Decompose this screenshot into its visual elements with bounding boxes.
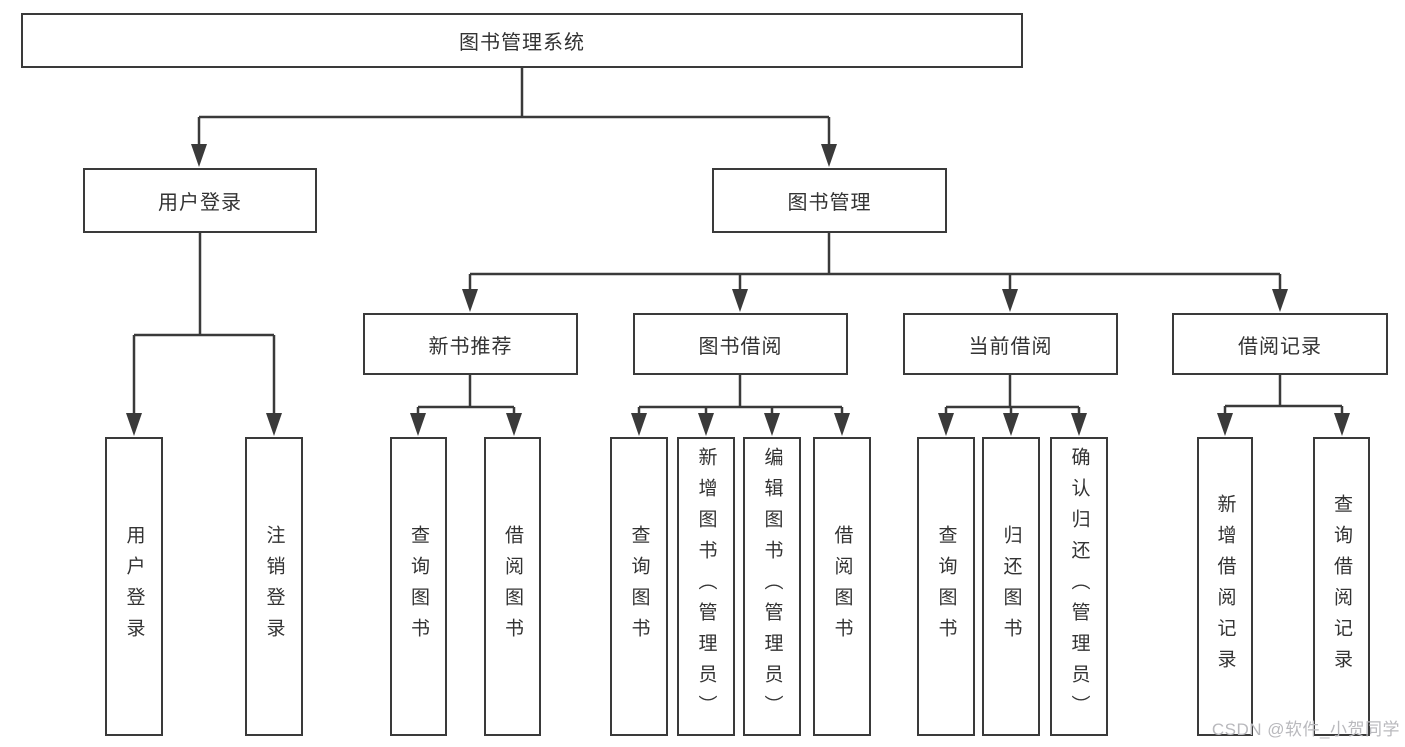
leaf-user-login: 用户登录 bbox=[105, 437, 163, 736]
node-label: 新增图书（管理员） bbox=[695, 447, 717, 726]
node-label: 借阅记录 bbox=[1238, 335, 1322, 358]
csdn-watermark: CSDN @软件_小贺同学 bbox=[1211, 720, 1400, 739]
node-label: 查询图书 bbox=[935, 524, 957, 649]
node-current-borrowing: 当前借阅 bbox=[903, 313, 1118, 375]
node-label: 借阅图书 bbox=[502, 524, 523, 649]
node-borrowing-records: 借阅记录 bbox=[1172, 313, 1388, 375]
leaf-borrow-books: 借阅图书 bbox=[813, 437, 871, 736]
node-label: 用户登录 bbox=[123, 524, 145, 649]
leaf-query-books-current: 查询图书 bbox=[917, 437, 975, 736]
node-label: 确认归还（管理员） bbox=[1068, 447, 1090, 726]
arrowhead-icons bbox=[126, 144, 1350, 436]
node-label: 查询借阅记录 bbox=[1331, 493, 1352, 680]
node-label: 查询图书 bbox=[408, 524, 429, 649]
leaf-logout: 注销登录 bbox=[245, 437, 303, 736]
node-label: 查询图书 bbox=[628, 524, 650, 649]
node-label: 归还图书 bbox=[1000, 524, 1022, 649]
leaf-add-borrow-record: 新增借阅记录 bbox=[1197, 437, 1253, 736]
node-library-management-system: 图书管理系统 bbox=[21, 13, 1023, 68]
node-label: 注销登录 bbox=[263, 524, 285, 649]
node-label: 借阅图书 bbox=[831, 524, 853, 649]
node-label: 用户登录 bbox=[158, 192, 242, 214]
leaf-query-borrow-record: 查询借阅记录 bbox=[1313, 437, 1370, 736]
node-label: 图书管理 bbox=[787, 192, 872, 214]
node-book-borrowing: 图书借阅 bbox=[633, 313, 848, 375]
node-label: 新书推荐 bbox=[428, 335, 513, 358]
leaf-query-books-recommend: 查询图书 bbox=[390, 437, 447, 736]
node-new-book-recommendation: 新书推荐 bbox=[363, 313, 578, 375]
node-label: 图书借阅 bbox=[698, 335, 783, 358]
node-label: 编辑图书（管理员） bbox=[761, 447, 783, 726]
leaf-add-books-admin: 新增图书（管理员） bbox=[677, 437, 735, 736]
node-label: 当前借阅 bbox=[968, 335, 1053, 358]
node-label: 新增借阅记录 bbox=[1214, 493, 1236, 680]
leaf-confirm-return-admin: 确认归还（管理员） bbox=[1050, 437, 1108, 736]
node-label: 图书管理系统 bbox=[459, 32, 585, 54]
node-book-management: 图书管理 bbox=[712, 168, 947, 233]
leaf-query-books-borrow: 查询图书 bbox=[610, 437, 668, 736]
leaf-return-books: 归还图书 bbox=[982, 437, 1040, 736]
node-user-login: 用户登录 bbox=[83, 168, 317, 233]
leaf-edit-books-admin: 编辑图书（管理员） bbox=[743, 437, 801, 736]
leaf-borrow-books-recommend: 借阅图书 bbox=[484, 437, 541, 736]
